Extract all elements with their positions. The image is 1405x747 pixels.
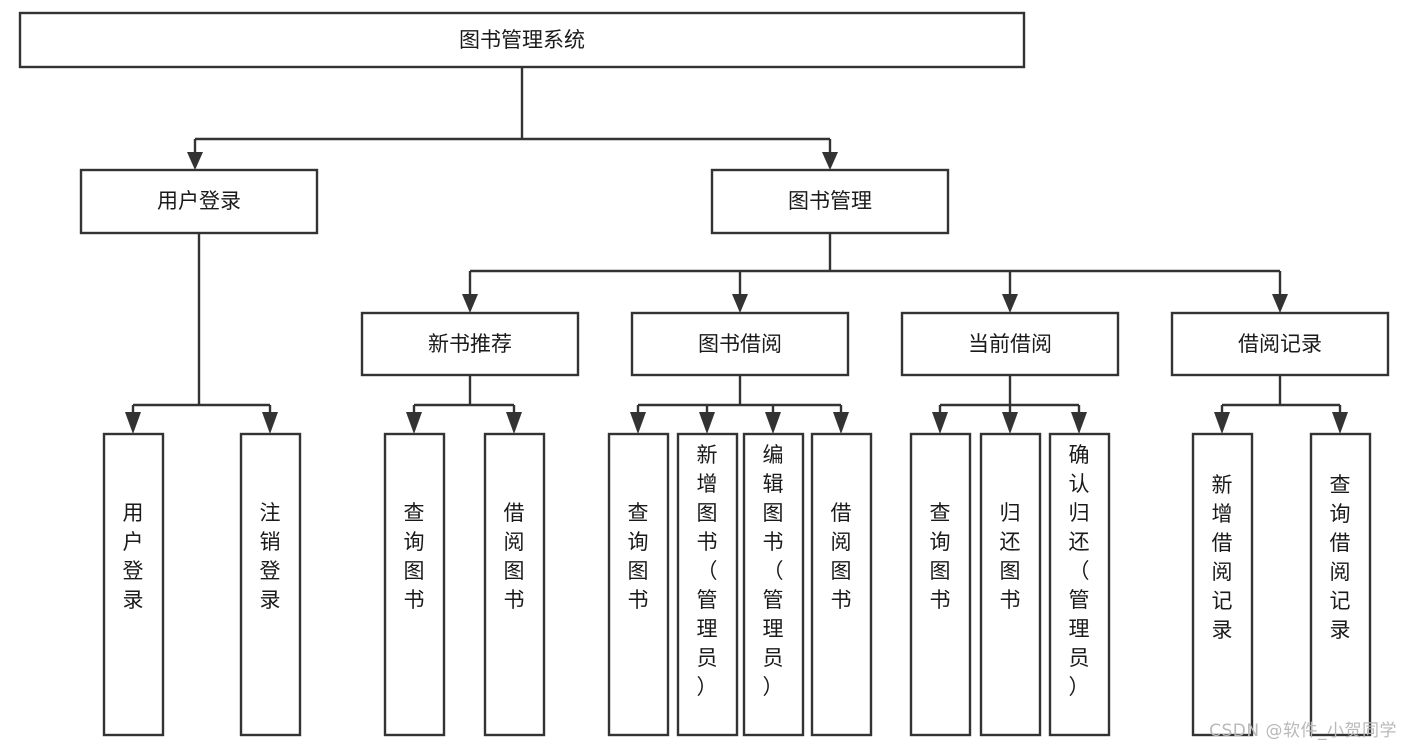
arrow-book-borrow [732, 294, 748, 313]
node-book-borrow[interactable]: 图书借阅 [630, 311, 850, 377]
node-borrow-record-box[interactable] [1170, 311, 1390, 377]
arrow-ul-leaf-1 [262, 412, 278, 434]
node-user-login-label: 用户登录 [157, 189, 241, 213]
arrow-br-leaf-0 [1214, 412, 1230, 434]
node-root-box[interactable] [18, 11, 1026, 69]
leaf-book-borrow-2[interactable]: 编辑图书（管理员） [742, 432, 805, 737]
leaf-user-login-1[interactable]: 注销登录 [239, 432, 302, 737]
leaf-box[interactable] [909, 432, 972, 737]
leaf-box[interactable] [676, 432, 739, 737]
leaf-label: 注销登录 [260, 501, 281, 612]
arrow-cb-leaf-2 [1071, 412, 1087, 434]
leaf-box[interactable] [383, 432, 446, 737]
leaf-box[interactable] [1048, 432, 1111, 737]
arrow-cb-leaf-1 [1002, 412, 1018, 434]
leaf-label: 编辑图书（管理员） [763, 443, 784, 699]
node-root[interactable]: 图书管理系统 [18, 11, 1026, 69]
arrow-bb-leaf-3 [833, 412, 849, 434]
leaf-box[interactable] [979, 432, 1042, 737]
node-new-book-rec-box[interactable] [360, 311, 580, 377]
leaf-label: 查询借阅记录 [1330, 473, 1351, 642]
leaf-label: 确认归还（管理员） [1069, 443, 1090, 699]
leaf-box[interactable] [1191, 432, 1254, 737]
arrow-nb-leaf-0 [406, 412, 422, 434]
arrow-bb-leaf-0 [630, 412, 646, 434]
arrow-ul-leaf-0 [125, 412, 141, 434]
arrow-nb-leaf-1 [506, 412, 522, 434]
leaf-label: 新增借阅记录 [1212, 473, 1233, 642]
leaf-box[interactable] [1309, 432, 1372, 737]
leaf-label: 用户登录 [123, 501, 144, 612]
leaf-new-book-0[interactable]: 查询图书 [383, 432, 446, 737]
arrow-borrow-record [1272, 294, 1288, 313]
node-user-login-box[interactable] [79, 168, 319, 235]
node-current-borrow-label: 当前借阅 [968, 332, 1052, 356]
edge-group [125, 67, 1348, 434]
leaf-label: 查询图书 [628, 501, 649, 612]
leaf-current-borrow-1[interactable]: 归还图书 [979, 432, 1042, 737]
node-new-book-rec[interactable]: 新书推荐 [360, 311, 580, 377]
leaf-label: 查询图书 [930, 501, 951, 612]
csdn-watermark: CSDN @软件_小贺同学 [1209, 721, 1397, 741]
arrow-cb-leaf-0 [932, 412, 948, 434]
node-book-borrow-box[interactable] [630, 311, 850, 377]
node-borrow-record-label: 借阅记录 [1238, 332, 1322, 356]
leaf-user-login-0[interactable]: 用户登录 [102, 432, 165, 737]
leaf-book-borrow-0[interactable]: 查询图书 [607, 432, 670, 737]
arrow-new-book [462, 294, 478, 313]
arrow-book-manage [822, 152, 838, 170]
leaf-box[interactable] [102, 432, 165, 737]
node-new-book-rec-label: 新书推荐 [428, 332, 512, 356]
node-current-borrow[interactable]: 当前借阅 [900, 311, 1120, 377]
arrow-bb-leaf-1 [699, 412, 715, 434]
arrow-user-login [187, 152, 203, 170]
leaf-box[interactable] [239, 432, 302, 737]
arrow-br-leaf-1 [1332, 412, 1348, 434]
leaf-book-borrow-1[interactable]: 新增图书（管理员） [676, 432, 739, 737]
leaf-borrow-record-0[interactable]: 新增借阅记录 [1191, 432, 1254, 737]
arrow-current-borrow [1002, 294, 1018, 313]
leaf-box[interactable] [483, 432, 546, 737]
arrow-bb-leaf-2 [765, 412, 781, 434]
leaf-label: 借阅图书 [831, 501, 852, 612]
node-book-manage[interactable]: 图书管理 [710, 168, 950, 235]
leaf-box[interactable] [810, 432, 873, 737]
leaf-current-borrow-0[interactable]: 查询图书 [909, 432, 972, 737]
leaf-new-book-1[interactable]: 借阅图书 [483, 432, 546, 737]
leaf-book-borrow-3[interactable]: 借阅图书 [810, 432, 873, 737]
node-current-borrow-box[interactable] [900, 311, 1120, 377]
node-borrow-record[interactable]: 借阅记录 [1170, 311, 1390, 377]
leaf-current-borrow-2[interactable]: 确认归还（管理员） [1048, 432, 1111, 737]
node-root-label: 图书管理系统 [459, 28, 585, 52]
node-book-borrow-label: 图书借阅 [698, 332, 782, 356]
leaf-box[interactable] [742, 432, 805, 737]
leaf-borrow-record-1[interactable]: 查询借阅记录 [1309, 432, 1372, 737]
leaf-label: 归还图书 [1000, 501, 1021, 612]
leaf-label: 查询图书 [404, 501, 425, 612]
leaf-label: 新增图书（管理员） [697, 443, 718, 699]
node-book-manage-label: 图书管理 [788, 189, 872, 213]
leaf-box[interactable] [607, 432, 670, 737]
leaf-label: 借阅图书 [504, 501, 525, 612]
node-user-login[interactable]: 用户登录 [79, 168, 319, 235]
node-book-manage-box[interactable] [710, 168, 950, 235]
